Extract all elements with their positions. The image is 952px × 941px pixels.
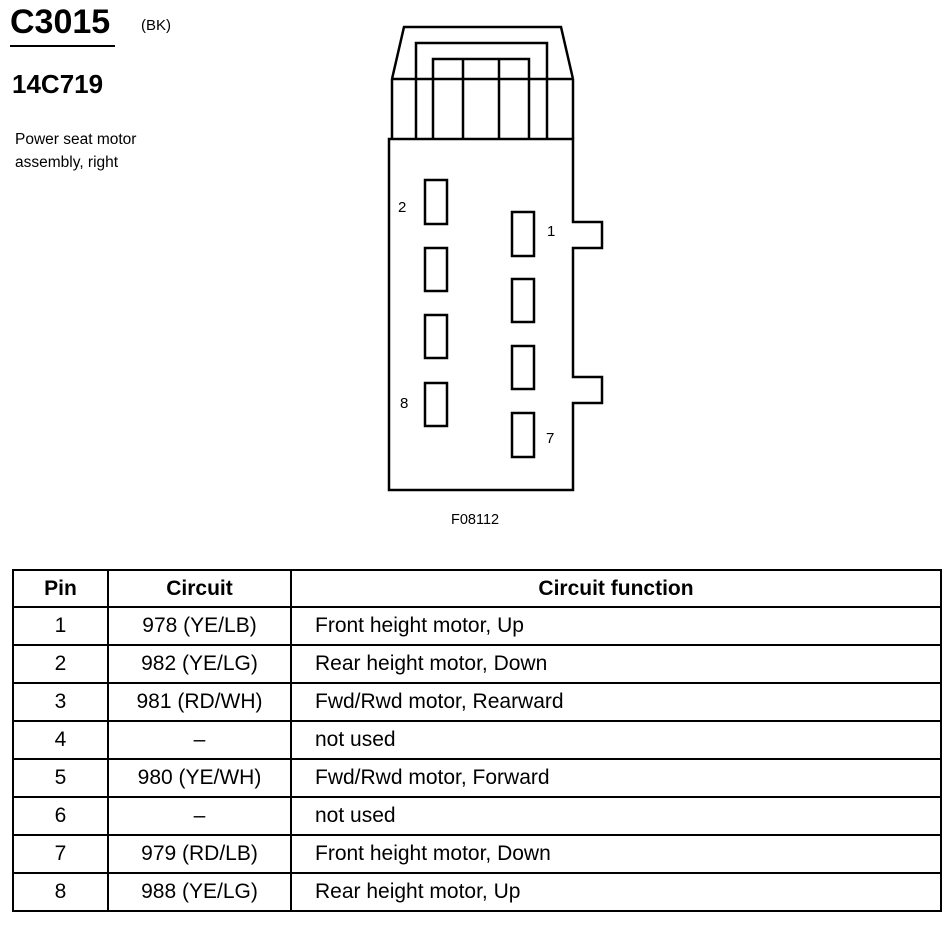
table-row: 1 978 (YE/LB) Front height motor, Up	[12, 606, 942, 646]
pin-cell: 8	[12, 872, 109, 912]
table-row: 7 979 (RD/LB) Front height motor, Down	[12, 834, 942, 874]
pin-cell: 2	[12, 644, 109, 684]
pin-cell: 1	[12, 606, 109, 646]
pin-label-2: 2	[398, 199, 406, 216]
pin-cell: 5	[12, 758, 109, 798]
pin-cavity	[423, 381, 449, 428]
connector-latch	[390, 25, 575, 80]
table-header-row: Pin Circuit Circuit function	[12, 569, 942, 608]
function-cell: not used	[290, 796, 942, 836]
function-cell: Rear height motor, Up	[290, 872, 942, 912]
connector-face-diagram: 2 1 8 7	[387, 25, 604, 492]
function-cell: Fwd/Rwd motor, Rearward	[290, 682, 942, 722]
pin-cell: 7	[12, 834, 109, 874]
pin-cell: 4	[12, 720, 109, 760]
pin-label-8: 8	[400, 395, 408, 412]
connector-id: C3015	[10, 3, 111, 41]
pinout-table: Pin Circuit Circuit function 1 978 (YE/L…	[12, 569, 942, 912]
part-number: 14C719	[12, 69, 104, 99]
pin-cell: 6	[12, 796, 109, 836]
circuit-cell: –	[107, 720, 292, 760]
pin-cavity	[423, 178, 449, 226]
column-header-circuit: Circuit	[107, 569, 292, 608]
connector-latch-inner	[414, 41, 549, 139]
table-row: 8 988 (YE/LG) Rear height motor, Up	[12, 872, 942, 912]
circuit-cell: 980 (YE/WH)	[107, 758, 292, 798]
table-row: 2 982 (YE/LG) Rear height motor, Down	[12, 644, 942, 684]
pin-cavity	[510, 344, 536, 391]
circuit-cell: 978 (YE/LB)	[107, 606, 292, 646]
connector-description: Power seat motor assembly, right	[15, 131, 137, 171]
function-cell: not used	[290, 720, 942, 760]
function-cell: Front height motor, Up	[290, 606, 942, 646]
connector-housing	[387, 137, 604, 492]
function-cell: Front height motor, Down	[290, 834, 942, 874]
connector-color: (BK)	[141, 17, 171, 34]
column-header-function: Circuit function	[290, 569, 942, 608]
circuit-cell: 979 (RD/LB)	[107, 834, 292, 874]
circuit-cell: 988 (YE/LG)	[107, 872, 292, 912]
pin-label-1: 1	[547, 223, 555, 240]
table-row: 4 – not used	[12, 720, 942, 760]
pin-label-7: 7	[546, 430, 554, 447]
circuit-cell: 982 (YE/LG)	[107, 644, 292, 684]
connector-id-underline	[10, 45, 115, 47]
table-row: 6 – not used	[12, 796, 942, 836]
function-cell: Rear height motor, Down	[290, 644, 942, 684]
figure-code: F08112	[451, 512, 500, 528]
pin-cavity	[423, 246, 449, 293]
function-cell: Fwd/Rwd motor, Forward	[290, 758, 942, 798]
circuit-cell: 981 (RD/WH)	[107, 682, 292, 722]
connector-latch-slot	[431, 57, 531, 139]
pin-cavity	[423, 313, 449, 360]
pin-cavity	[510, 210, 536, 258]
circuit-cell: –	[107, 796, 292, 836]
pin-cell: 3	[12, 682, 109, 722]
table-row: 3 981 (RD/WH) Fwd/Rwd motor, Rearward	[12, 682, 942, 722]
pin-cavity	[510, 411, 536, 459]
pin-cavity	[510, 277, 536, 324]
table-row: 5 980 (YE/WH) Fwd/Rwd motor, Forward	[12, 758, 942, 798]
column-header-pin: Pin	[12, 569, 109, 608]
